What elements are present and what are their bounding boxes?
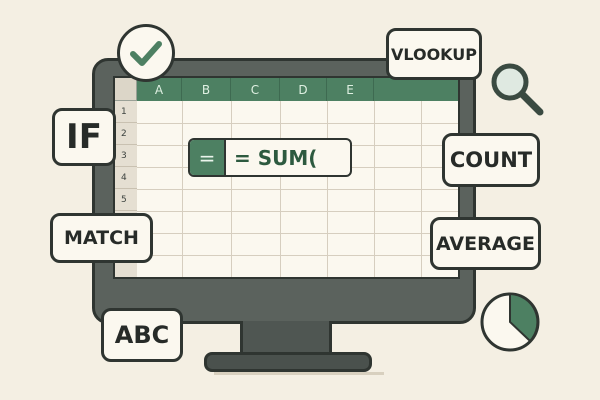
- grid-line: [137, 123, 458, 124]
- column-header-c[interactable]: C: [231, 78, 280, 101]
- if-function-tag: IF: [52, 108, 116, 166]
- row-header-1[interactable]: 1: [115, 101, 137, 123]
- row-header-4[interactable]: 4: [115, 167, 137, 189]
- row-header-3[interactable]: 3: [115, 145, 137, 167]
- floor-line: [214, 372, 384, 375]
- grid-line: [137, 233, 458, 234]
- check-badge: [117, 24, 175, 82]
- formula-equals-label: =: [190, 140, 226, 175]
- check-icon: [130, 41, 162, 66]
- pie-chart-icon: [480, 292, 540, 352]
- select-all-corner[interactable]: [115, 78, 137, 101]
- match-function-tag: MATCH: [50, 213, 153, 263]
- spreadsheet-screen: A B C D E 1 2 3 4 5: [113, 76, 460, 279]
- vlookup-function-tag: VLOOKUP: [386, 28, 482, 80]
- column-header-b[interactable]: B: [182, 78, 231, 101]
- formula-bar[interactable]: = = SUM(: [188, 138, 352, 177]
- grid-line: [137, 211, 458, 212]
- formula-text[interactable]: = SUM(: [234, 145, 318, 170]
- abc-text-tag: ABC: [101, 308, 183, 362]
- row-header-2[interactable]: 2: [115, 123, 137, 145]
- column-header-e[interactable]: E: [327, 78, 374, 101]
- grid-line: [137, 189, 458, 190]
- column-header-a[interactable]: A: [137, 78, 182, 101]
- grid-line: [137, 255, 458, 256]
- magnifier-icon: [491, 63, 544, 116]
- count-function-tag: COUNT: [442, 133, 540, 187]
- column-header-d[interactable]: D: [280, 78, 327, 101]
- row-header-5[interactable]: 5: [115, 189, 137, 211]
- column-header-blank: [374, 78, 458, 101]
- monitor-base: [204, 352, 372, 372]
- average-function-tag: AVERAGE: [430, 217, 541, 270]
